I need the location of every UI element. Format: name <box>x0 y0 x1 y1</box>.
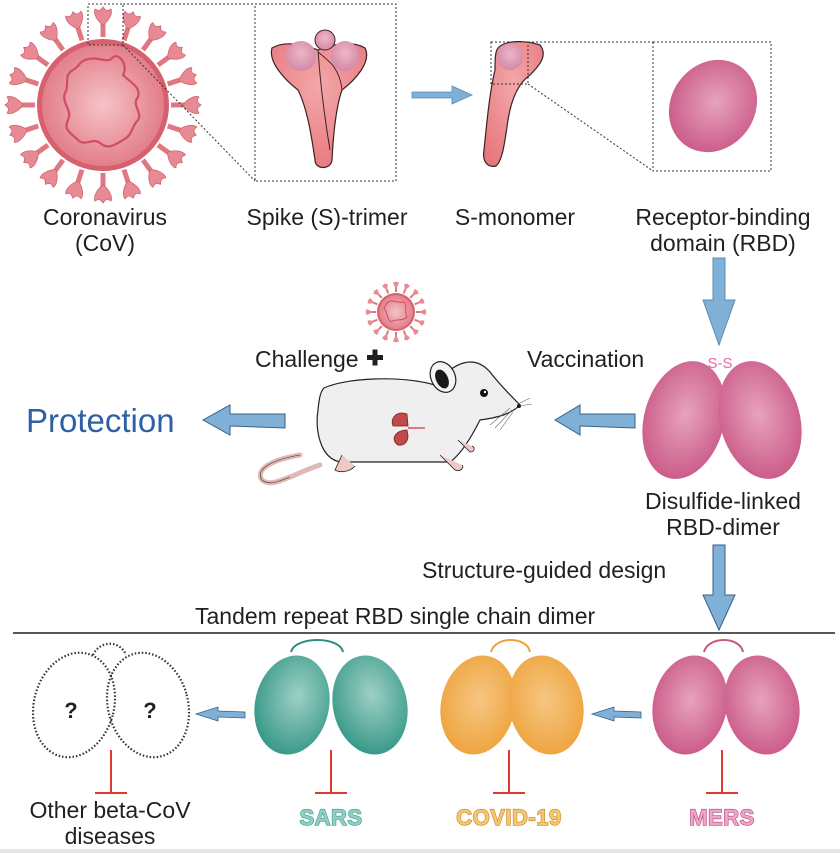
rbd-illustration <box>668 59 758 153</box>
spike-protein-icon <box>115 8 142 44</box>
coronavirus-label-line2: (CoV) <box>74 230 136 256</box>
spike-trimer-illustration <box>270 29 368 169</box>
rbd-label: Receptor-binding domain (RBD) <box>618 204 828 256</box>
spike-protein-icon <box>381 329 392 342</box>
spike-protein-icon <box>4 96 36 114</box>
spike-protein-icon <box>408 324 421 337</box>
spike-protein-icon <box>400 282 411 295</box>
spike-protein-icon <box>135 20 168 56</box>
other-diseases-label: Other beta-CoV diseases <box>5 797 215 849</box>
zoom-indicator-virus <box>87 3 397 182</box>
structure-guided-label: Structure-guided design <box>422 557 667 583</box>
protection-label: Protection <box>26 402 175 439</box>
rbd-label-line2: domain (RBD) <box>650 230 796 256</box>
disease-label-mers: MERS <box>689 804 755 830</box>
arrow-mers-to-covid <box>590 706 642 722</box>
spike-protein-icon <box>115 166 142 202</box>
plus-icon <box>367 349 383 366</box>
tandem-repeat-label: Tandem repeat RBD single chain dimer <box>195 603 596 629</box>
unknown-mark-right: ? <box>143 698 156 723</box>
spike-protein-icon <box>164 66 200 93</box>
disulfide-bond-label: S-S <box>707 355 732 372</box>
spike-protein-icon <box>371 324 384 337</box>
arrow-structure-guided <box>702 544 736 632</box>
rbd-label-line1: Receptor-binding <box>635 204 811 230</box>
lungs-icon <box>391 412 425 446</box>
sars-dimer-illustration <box>254 639 408 755</box>
spike-protein-icon <box>413 316 426 327</box>
spike-protein-icon <box>6 66 42 93</box>
arrow-trimer-to-monomer <box>411 85 473 105</box>
spike-protein-icon <box>170 96 202 114</box>
challenge-label: Challenge <box>255 346 359 372</box>
s-monomer-illustration <box>483 41 544 167</box>
figure-bottom-border <box>0 849 840 853</box>
disease-label-sars: SARS <box>299 804 363 830</box>
spike-protein-icon <box>164 117 200 144</box>
spike-protein-icon <box>152 40 188 73</box>
spike-protein-icon <box>18 40 54 73</box>
dimer-label: Disulfide-linked RBD-dimer <box>618 488 828 540</box>
spike-protein-icon <box>38 154 71 190</box>
inhibition-markers <box>95 750 738 794</box>
arrow-protection <box>201 404 286 436</box>
arrow-rbd-to-dimer <box>702 257 736 347</box>
coronavirus-illustration <box>4 6 202 204</box>
spike-trimer-label: Spike (S)-trimer <box>246 204 408 230</box>
spike-protein-icon <box>400 329 411 342</box>
vaccination-label: Vaccination <box>527 346 645 372</box>
spike-protein-icon <box>413 297 426 308</box>
spike-protein-icon <box>371 287 384 300</box>
other-diseases-line1: Other beta-CoV <box>29 797 191 823</box>
spike-protein-icon <box>18 137 54 170</box>
spike-protein-icon <box>64 166 91 202</box>
spike-protein-icon <box>64 8 91 44</box>
spike-protein-icon <box>152 137 188 170</box>
coronavirus-label: Coronavirus (CoV) <box>20 204 190 256</box>
spike-protein-icon <box>6 117 42 144</box>
disease-label-covid19: COVID-19 <box>456 804 562 830</box>
unknown-dimer-illustration <box>31 642 191 759</box>
zoom-indicator-monomer <box>490 41 772 172</box>
spike-protein-icon <box>393 332 399 343</box>
other-diseases-line2: diseases <box>64 823 156 849</box>
covid19-dimer-illustration <box>440 639 584 755</box>
dimer-label-line1: Disulfide-linked <box>645 488 801 514</box>
spike-protein-icon <box>408 287 421 300</box>
spike-protein-icon <box>94 172 112 204</box>
spike-protein-icon <box>38 20 71 56</box>
s-monomer-label: S-monomer <box>454 204 576 230</box>
disulfide-dimer-illustration <box>642 361 802 479</box>
arrow-sars-to-other <box>194 706 246 722</box>
spike-protein-icon <box>416 309 427 315</box>
dimer-label-line2: RBD-dimer <box>666 514 780 540</box>
spike-protein-icon <box>366 297 379 308</box>
spike-protein-icon <box>94 6 112 38</box>
spike-protein-icon <box>365 309 376 315</box>
spike-protein-icon <box>381 282 392 295</box>
spike-protein-icon <box>135 154 168 190</box>
spike-protein-icon <box>393 281 399 292</box>
mouse-illustration <box>257 361 533 486</box>
coronavirus-label-line1: Coronavirus <box>43 204 167 230</box>
unknown-mark-left: ? <box>64 698 77 723</box>
arrow-vaccination <box>554 404 636 436</box>
spike-protein-icon <box>366 316 379 327</box>
challenge-virus-icon <box>365 281 427 343</box>
mers-dimer-illustration <box>652 639 800 755</box>
